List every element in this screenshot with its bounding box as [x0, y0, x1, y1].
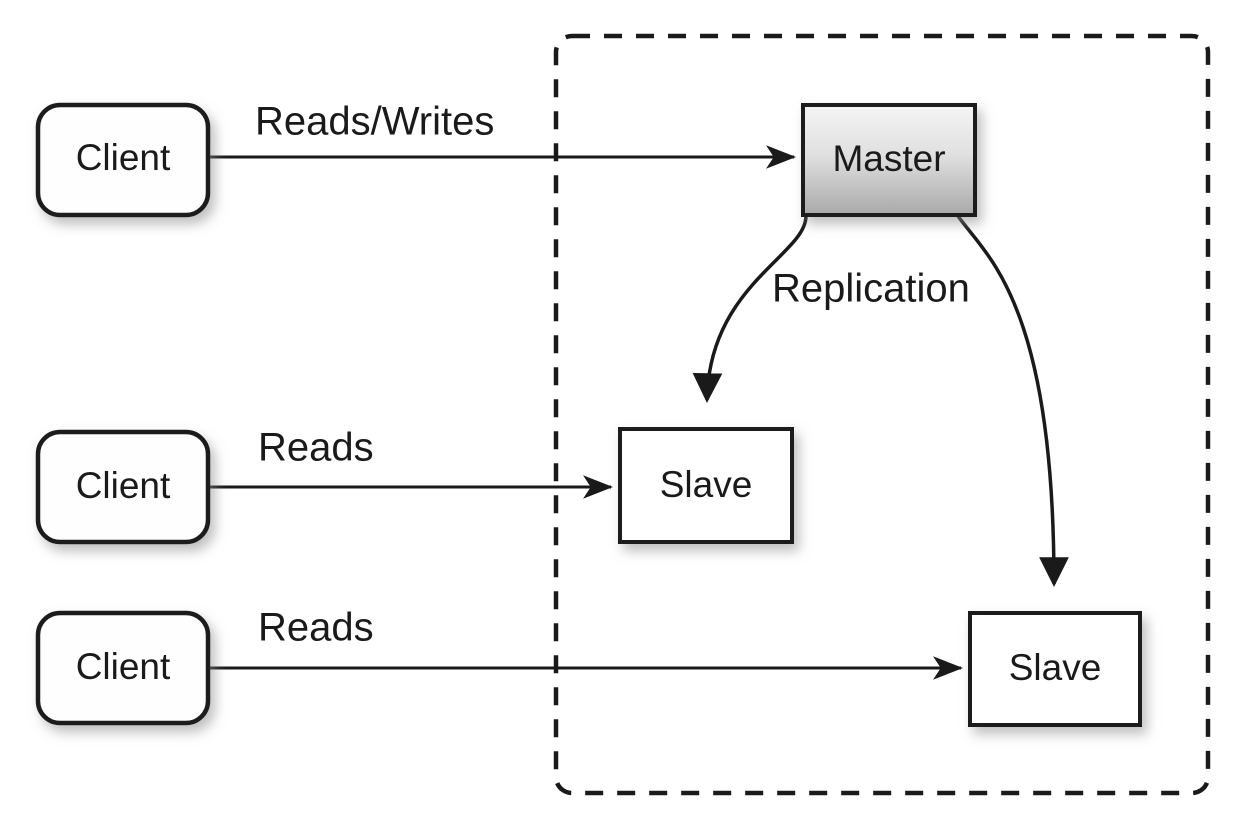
node-slave-1[interactable]: Slave	[618, 427, 794, 544]
master-box	[801, 103, 977, 217]
client-3-label: Client	[76, 646, 171, 687]
slave-2-label: Slave	[1009, 647, 1102, 688]
node-master[interactable]: Master	[801, 103, 977, 217]
node-slave-2[interactable]: Slave	[968, 611, 1142, 727]
slave-1-label: Slave	[660, 464, 753, 505]
master-label: Master	[832, 138, 945, 179]
client-1-box	[35, 102, 211, 218]
node-client-1[interactable]: Client	[35, 102, 211, 218]
client-2-label: Client	[76, 465, 171, 506]
node-client-2[interactable]: Client	[35, 429, 211, 545]
edge-label-reads-1: Reads	[258, 426, 374, 470]
cluster-boundary	[553, 33, 1211, 796]
client-3-box	[35, 610, 211, 726]
client-1-label: Client	[76, 137, 171, 178]
edge-label-reads-2: Reads	[258, 606, 374, 650]
slave-1-box	[618, 427, 794, 544]
edge-master-to-slave2-curve	[956, 215, 1069, 587]
slave-2-box	[968, 611, 1142, 727]
node-client-3[interactable]: Client	[35, 610, 211, 726]
client-2-box	[35, 429, 211, 545]
edge-master-to-slave1-curve	[692, 215, 808, 403]
edge-label-reads-writes: Reads/Writes	[255, 100, 494, 144]
edge-label-replication: Replication	[772, 267, 970, 311]
